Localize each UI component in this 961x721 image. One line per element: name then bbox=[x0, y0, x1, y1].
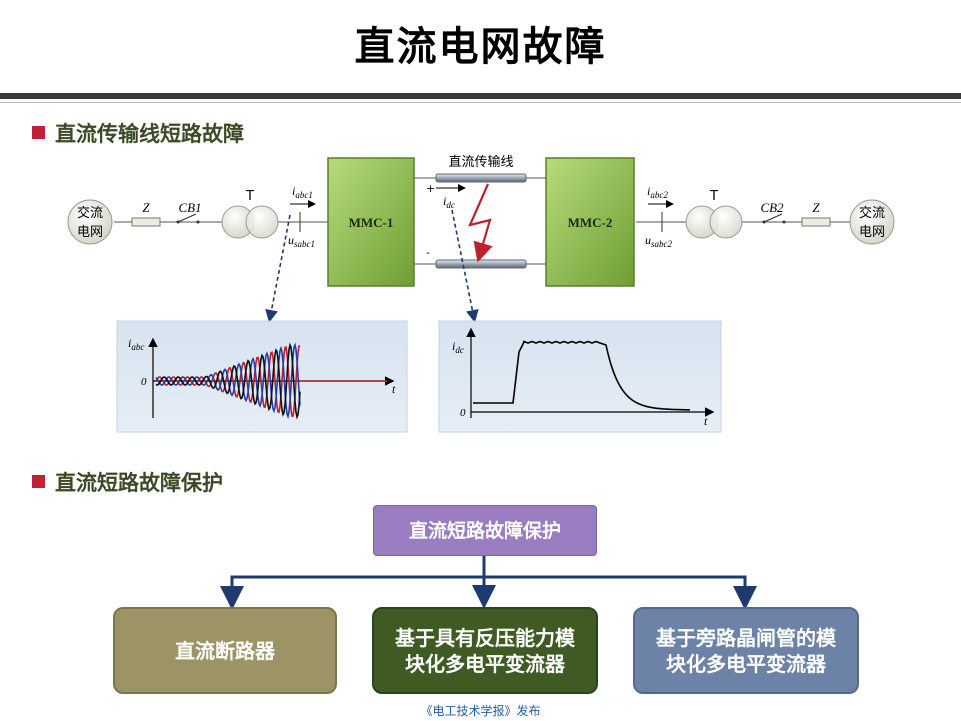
footer-publisher: 《电工技术学报》发布 bbox=[420, 704, 541, 718]
section-heading-protection: 直流短路故障保护 bbox=[32, 467, 223, 497]
ac-source-left-label1: 交流 bbox=[77, 205, 103, 221]
bypass-thyristor-mmc-line1: 基于旁路晶闸管的模 bbox=[656, 625, 836, 650]
reverse-voltage-mmc-box: 基于具有反压能力模 块化多电平变流器 bbox=[372, 607, 598, 694]
dc-line-label: 直流传输线 bbox=[448, 154, 513, 170]
plot-right-xlabel: t bbox=[704, 414, 708, 428]
square-bullet-icon bbox=[32, 475, 45, 488]
protection-root-label: 直流短路故障保护 bbox=[408, 519, 561, 542]
mmc-1-label: MMC-1 bbox=[349, 215, 394, 230]
dc-cable-negative bbox=[435, 259, 527, 269]
current-left-label: iabc1 bbox=[292, 184, 313, 200]
dc-breaker-label: 直流断路器 bbox=[175, 638, 275, 663]
protection-root-box: 直流短路故障保护 bbox=[373, 505, 597, 556]
impedance-left-label: Z bbox=[142, 200, 150, 215]
ac-source-right-label2: 电网 bbox=[859, 225, 885, 240]
tree-connectors bbox=[220, 555, 757, 610]
plot-left-background bbox=[116, 320, 408, 433]
voltage-right-label: usabc2 bbox=[645, 233, 672, 249]
title-divider bbox=[0, 93, 961, 99]
impedance-right bbox=[801, 217, 831, 227]
mmc-2-label: MMC-2 bbox=[568, 215, 613, 230]
square-bullet-icon bbox=[32, 126, 45, 139]
bypass-thyristor-mmc-line2: 块化多电平变流器 bbox=[666, 651, 826, 676]
plot-right-dc-current-trace bbox=[473, 340, 690, 411]
plot-left: iabc 0 t bbox=[116, 320, 408, 433]
voltage-left-label: usabc1 bbox=[288, 233, 315, 249]
breaker-right-label: CB2 bbox=[760, 200, 784, 215]
dc-breaker-box: 直流断路器 bbox=[113, 607, 337, 694]
title-divider-thin bbox=[0, 102, 961, 103]
plot-right-ylabel: idc bbox=[452, 339, 464, 355]
transformer-left-label: T bbox=[245, 189, 254, 204]
callout-arrow-right bbox=[451, 209, 479, 323]
plot-right: idc 0 t bbox=[438, 320, 722, 433]
plot-left-wave-phase-c bbox=[155, 342, 301, 420]
section-heading-fault-text: 直流传输线短路故障 bbox=[55, 122, 244, 146]
plot-left-xlabel: t bbox=[392, 382, 396, 396]
breaker-left-icon bbox=[176, 213, 200, 224]
ac-source-right: 交流 电网 bbox=[849, 199, 895, 245]
impedance-left bbox=[131, 217, 161, 227]
plot-left-zero: 0 bbox=[141, 376, 147, 388]
fault-lightning-icon bbox=[468, 183, 493, 263]
plot-right-background bbox=[438, 320, 722, 433]
mmc-1-block bbox=[327, 157, 415, 287]
plot-right-zero: 0 bbox=[460, 407, 466, 419]
ac-source-right-label1: 交流 bbox=[859, 205, 885, 221]
plus-sign: + bbox=[426, 182, 435, 195]
dc-cable-positive bbox=[435, 173, 527, 183]
transformer-left-icon bbox=[221, 205, 279, 239]
section-heading-fault: 直流传输线短路故障 bbox=[32, 118, 244, 148]
dc-current-label: idc bbox=[443, 194, 455, 210]
mmc-2-block bbox=[545, 157, 635, 287]
reverse-voltage-mmc-line2: 块化多电平变流器 bbox=[405, 651, 565, 676]
reverse-voltage-mmc-line1: 基于具有反压能力模 bbox=[395, 625, 575, 650]
section-heading-protection-text: 直流短路故障保护 bbox=[55, 471, 223, 495]
transformer-right-icon bbox=[685, 205, 743, 239]
breaker-left-label: CB1 bbox=[178, 200, 201, 215]
impedance-right-label: Z bbox=[812, 200, 820, 215]
transformer-right-label: T bbox=[709, 189, 718, 204]
minus-sign: - bbox=[426, 246, 430, 259]
plot-left-ylabel: iabc bbox=[128, 336, 144, 352]
ac-source-left-label2: 电网 bbox=[77, 225, 103, 240]
callout-arrow-left bbox=[265, 214, 291, 323]
page-title: 直流电网故障 bbox=[354, 24, 607, 70]
current-right-label: iabc2 bbox=[647, 184, 668, 200]
plot-left-wave-phase-b bbox=[155, 342, 301, 420]
ac-source-left: 交流 电网 bbox=[67, 199, 113, 245]
breaker-right-icon bbox=[762, 213, 786, 224]
bypass-thyristor-mmc-box: 基于旁路晶闸管的模 块化多电平变流器 bbox=[633, 607, 859, 694]
